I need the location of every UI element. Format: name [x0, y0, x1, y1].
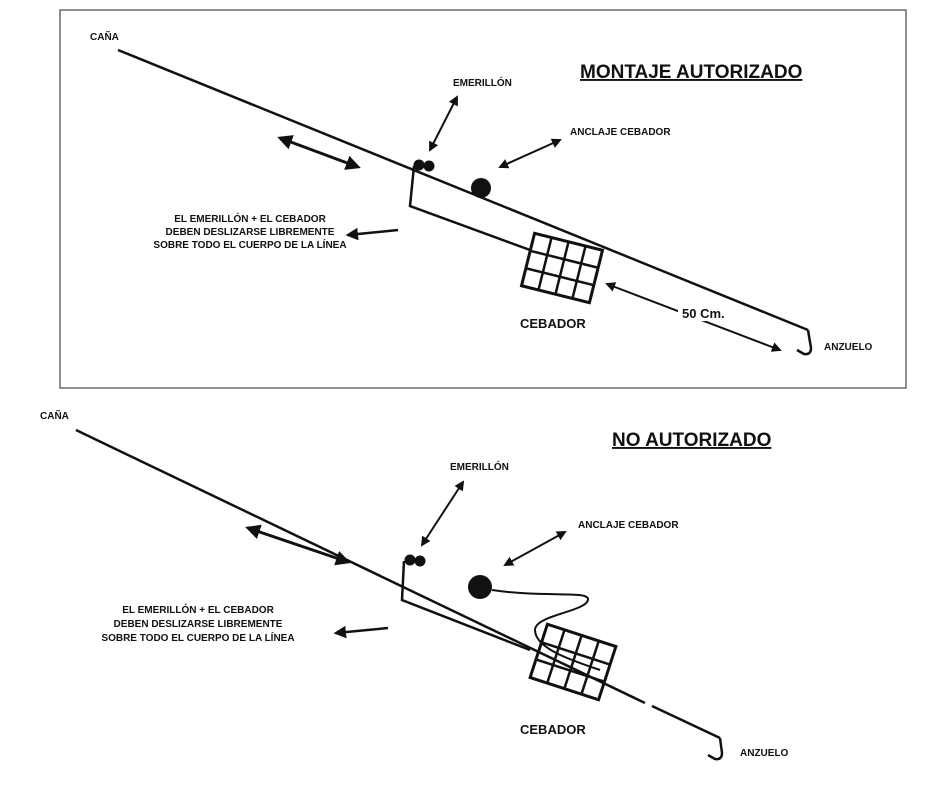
cebador-label: CEBADOR [520, 316, 586, 331]
distance-label: 50 Cm. [682, 306, 725, 321]
cana-label: CAÑA [90, 30, 119, 43]
anclaje-arrow [503, 531, 567, 566]
slide-arrow [245, 524, 351, 566]
anzuelo-label: ANZUELO [740, 748, 789, 759]
feeder-leader [408, 165, 531, 252]
slide-arrow [277, 135, 361, 170]
emerillon-label: EMERILLÓN [450, 460, 509, 473]
panel-not-authorized: CAÑA NO AUTORIZADO ANZUELO EMERILLÓN ANC… [40, 409, 789, 761]
note-line-3: SOBRE TODO EL CUERPO DE LA LÍNEA [101, 631, 294, 644]
panel-authorized: CAÑA MONTAJE AUTORIZADO ANZUELO EMERILLÓ… [59, 9, 907, 389]
main-line [75, 428, 646, 705]
swivel-icon [413, 159, 425, 171]
emerillon-arrow [420, 480, 465, 547]
note-line-3: SOBRE TODO EL CUERPO DE LA LÍNEA [153, 238, 346, 251]
anclaje-label: ANCLAJE CEBADOR [570, 127, 671, 138]
note-arrow [345, 227, 399, 241]
emerillon-label: EMERILLÓN [453, 76, 512, 89]
cana-label: CAÑA [40, 409, 69, 422]
note-line-1: EL EMERILLÓN + EL CEBADOR [174, 212, 326, 225]
anchor-bead-icon [468, 575, 492, 599]
swivel-icon [404, 554, 416, 566]
note-line-2: DEBEN DESLIZARSE LIBREMENTE [114, 619, 283, 630]
feeder-leader [400, 560, 531, 652]
hook-icon [796, 329, 813, 356]
anclaje-arrow [498, 138, 562, 169]
note-line-2: DEBEN DESLIZARSE LIBREMENTE [166, 227, 335, 238]
emerillon-arrow [429, 95, 458, 152]
anchor-bead-icon [471, 178, 491, 198]
panel-title: NO AUTORIZADO [612, 430, 771, 451]
hook-icon [707, 737, 724, 761]
note-arrow [333, 625, 389, 639]
cebador-label: CEBADOR [520, 722, 586, 737]
feeder-cage-icon [528, 622, 618, 702]
panel-title: MONTAJE AUTORIZADO [580, 62, 802, 83]
note-line-1: EL EMERILLÓN + EL CEBADOR [122, 603, 274, 616]
anzuelo-label: ANZUELO [824, 342, 873, 353]
feeder-cage-icon [519, 231, 605, 305]
anclaje-label: ANCLAJE CEBADOR [578, 520, 679, 531]
